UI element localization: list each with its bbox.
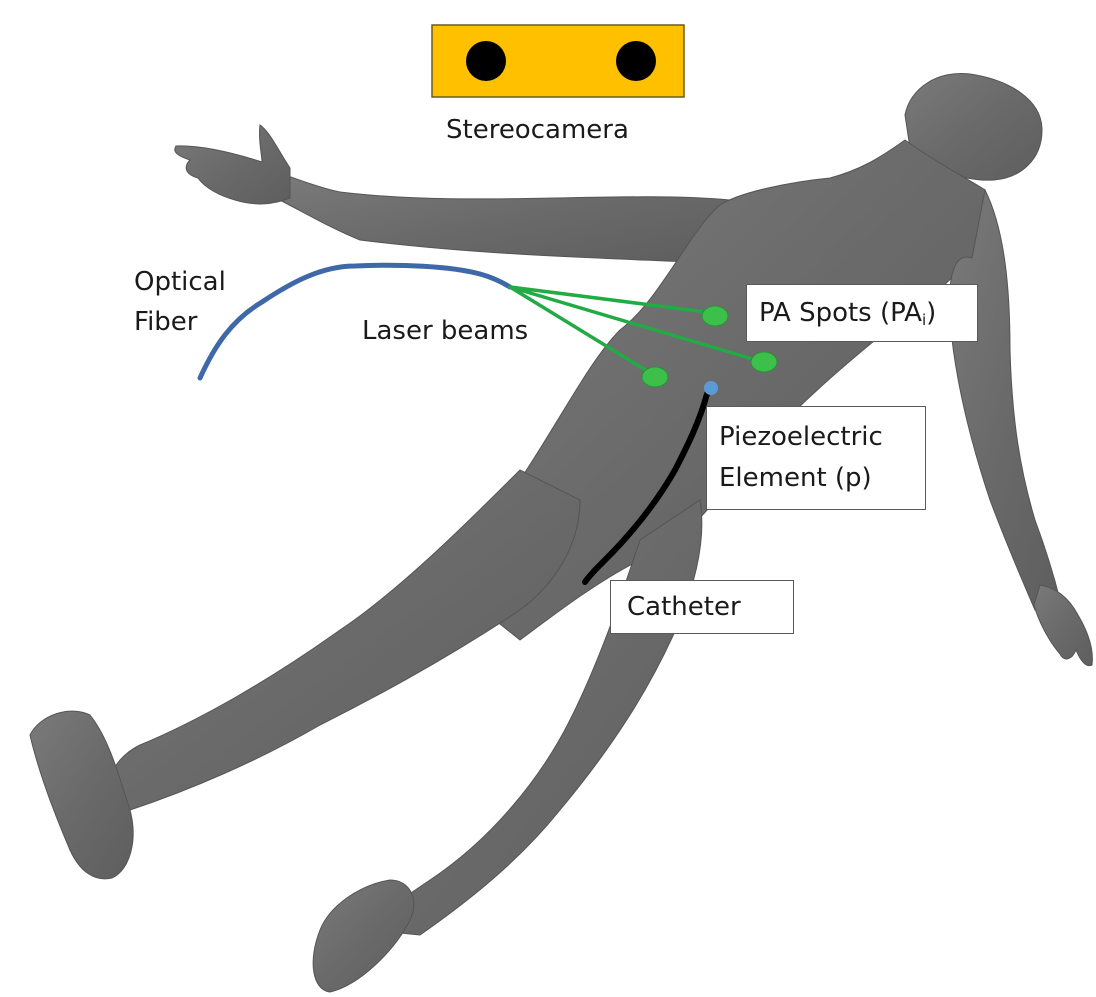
label-piezo-line1: Piezoelectric	[719, 417, 913, 458]
camera-lens-right	[616, 41, 656, 81]
label-catheter: Catheter	[610, 580, 794, 634]
label-pa-spots-suffix: )	[926, 298, 936, 328]
leg-left	[106, 470, 580, 820]
label-piezoelectric-element: Piezoelectric Element (p)	[706, 406, 926, 510]
hand-left	[175, 125, 290, 204]
pa-spot-3	[642, 367, 668, 387]
human-body-model	[30, 73, 1092, 992]
label-pa-spots: PA Spots (PAi)	[746, 284, 978, 342]
stereocamera-icon	[432, 25, 684, 97]
label-optical-fiber-line2: Fiber	[134, 302, 226, 342]
arm-left	[270, 175, 730, 262]
foot-right	[313, 880, 414, 992]
camera-lens-left	[466, 41, 506, 81]
label-piezo-line2: Element (p)	[719, 458, 913, 499]
label-pa-spots-prefix: PA Spots (PA	[759, 298, 922, 328]
label-optical-fiber: Optical Fiber	[134, 262, 226, 342]
label-laser-beams: Laser beams	[362, 313, 528, 349]
foot-left	[30, 711, 133, 879]
piezo-element-dot	[704, 381, 718, 395]
label-optical-fiber-line1: Optical	[134, 262, 226, 302]
pa-spot-2	[751, 352, 777, 372]
hand-right	[1034, 585, 1092, 666]
pa-spot-1	[702, 306, 728, 326]
label-stereocamera: Stereocamera	[446, 112, 629, 148]
